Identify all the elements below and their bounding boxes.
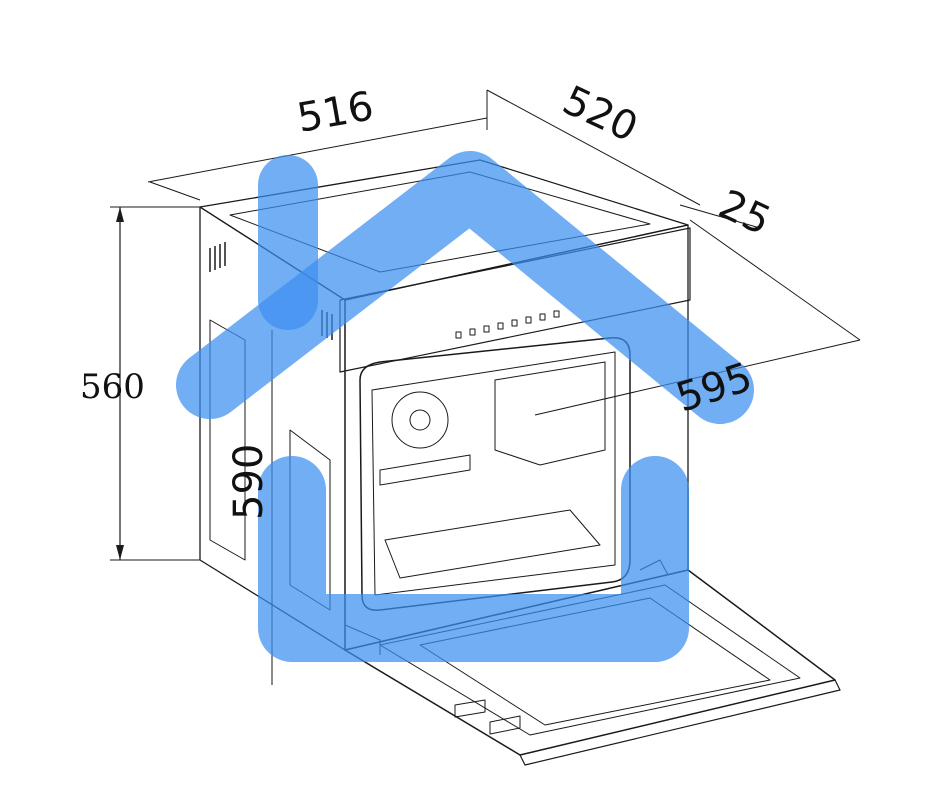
house-icon bbox=[176, 151, 754, 662]
dimension-line-595 bbox=[689, 219, 861, 341]
dimension-line-516 bbox=[147, 117, 488, 183]
dimension-label-560: 560 bbox=[80, 367, 145, 407]
dimension-line-520 bbox=[486, 89, 701, 206]
dimension-label-520: 520 bbox=[556, 77, 645, 151]
dimension-line-25 bbox=[679, 204, 761, 229]
oven-cavity bbox=[359, 337, 631, 611]
dimension-label-516: 516 bbox=[294, 83, 377, 142]
dimension-label-25: 25 bbox=[712, 181, 778, 244]
dimension-label-590: 590 bbox=[226, 444, 272, 520]
